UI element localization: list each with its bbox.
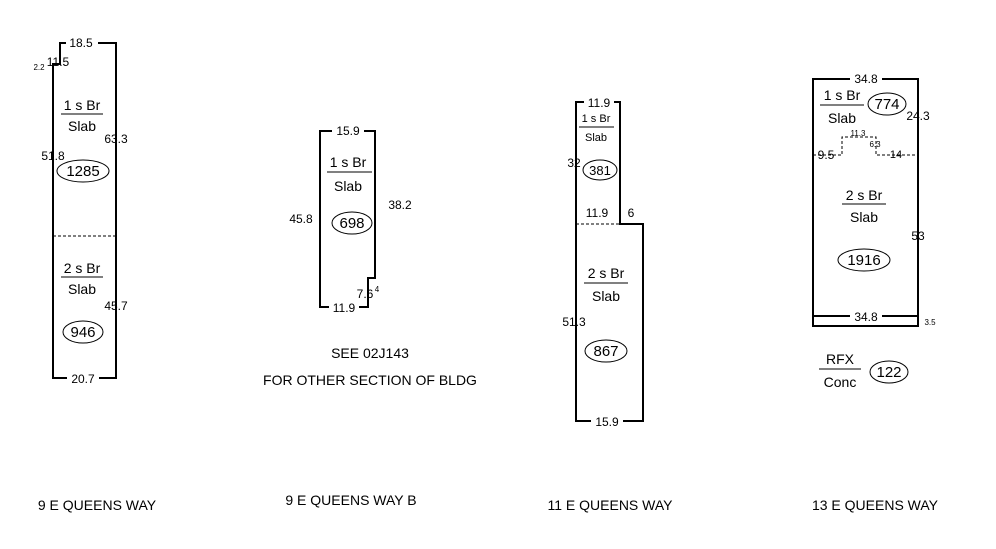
section-construction: 2 s Br <box>588 265 625 281</box>
dim-right: 38.2 <box>388 198 412 212</box>
section-foundation: Slab <box>592 288 620 304</box>
outline-9-e-queens-way <box>52 42 117 379</box>
dim-right: 53 <box>911 229 925 243</box>
label-mask <box>850 310 882 323</box>
dim-bottom: 20.7 <box>71 372 95 386</box>
dim-top: 15.9 <box>336 124 360 138</box>
section-construction: 1 s Br <box>824 87 861 103</box>
area-oval <box>62 320 104 344</box>
dim-left-upper: 32 <box>567 156 581 170</box>
dim-bottom: 15.9 <box>595 415 619 429</box>
caption-building: 9 E QUEENS WAY B <box>285 492 416 508</box>
dim-jog: 6 <box>628 206 635 220</box>
label-mask <box>584 96 614 109</box>
section-construction: 2 s Br <box>846 187 883 203</box>
sketch-9-e-queens-way: 18.5 11.5 2.2 51.8 63.3 45.7 20.7 1 s Br… <box>33 36 157 513</box>
area-oval <box>56 159 110 183</box>
extra-area: 122 <box>876 364 901 381</box>
section-foundation: Slab <box>850 209 878 225</box>
dim-left: 51.8 <box>41 149 65 163</box>
label-mask <box>332 124 364 137</box>
dim-right-upper: 24.3 <box>906 109 930 123</box>
label-mask <box>329 301 359 314</box>
dim-left-step: 9.5 <box>818 148 835 162</box>
section-construction: 1 s Br <box>64 97 101 113</box>
sketch-13-e-queens-way: 34.8 24.3 9.5 11.3 6.3 14 53 34.8 3.5 1 … <box>812 72 939 513</box>
label-mask <box>66 36 98 49</box>
outline-13-e-queens-way <box>812 78 919 327</box>
sketch-9-e-queens-way-b: 15.9 45.8 38.2 7.6 4 11.9 1 s Br Slab 69… <box>263 124 477 508</box>
area-oval <box>837 248 891 272</box>
section-area: 946 <box>70 324 95 341</box>
section-foundation: Slab <box>68 118 96 134</box>
sketch-11-e-queens-way: 11.9 32 11.9 6 51.3 15.9 1 s Br Slab 381… <box>548 96 674 513</box>
dim-left-lower: 51.3 <box>562 315 586 329</box>
extra-construction: RFX <box>826 351 855 367</box>
section-foundation: Slab <box>828 110 856 126</box>
dim-top: 34.8 <box>854 72 878 86</box>
section-area: 381 <box>589 163 611 178</box>
section-area: 774 <box>874 96 899 113</box>
area-oval <box>867 92 907 116</box>
section-foundation: Slab <box>585 132 607 144</box>
dim-notch-height: 4 <box>375 285 380 294</box>
dim-top: 18.5 <box>69 36 93 50</box>
caption-building: 11 E QUEENS WAY <box>548 497 674 513</box>
area-oval <box>582 159 618 181</box>
area-oval <box>869 360 909 384</box>
dim-step-width: 11.5 <box>47 55 70 69</box>
floor-divider <box>813 136 918 156</box>
note-line-2: FOR OTHER SECTION OF BLDG <box>263 372 477 388</box>
dim-left: 45.8 <box>289 212 313 226</box>
label-mask <box>67 372 99 385</box>
dim-step-b: 6.3 <box>869 140 881 149</box>
section-foundation: Slab <box>68 281 96 297</box>
section-construction: 1 s Br <box>330 154 367 170</box>
label-mask <box>591 415 623 428</box>
label-mask <box>850 72 882 85</box>
caption-building: 9 E QUEENS WAY <box>38 497 157 513</box>
section-area: 698 <box>339 215 364 232</box>
dim-right-lower: 45.7 <box>104 299 128 313</box>
outline-9-e-queens-way-b <box>319 130 376 308</box>
section-area: 867 <box>593 343 618 360</box>
dim-notch-width: 7.6 <box>357 287 374 301</box>
dim-right-upper: 63.3 <box>104 132 128 146</box>
dim-step-c: 14 <box>890 149 902 161</box>
section-area: 1916 <box>847 252 880 269</box>
section-construction: 2 s Br <box>64 260 101 276</box>
dim-mid: 11.9 <box>586 206 609 220</box>
dim-top: 11.9 <box>588 96 611 110</box>
dim-bottom: 34.8 <box>854 310 878 324</box>
outline-11-e-queens-way <box>575 101 644 422</box>
caption-building: 13 E QUEENS WAY <box>812 497 939 513</box>
dim-bottom: 11.9 <box>333 301 356 315</box>
extra-foundation: Conc <box>824 374 857 390</box>
dim-step-a: 11.3 <box>851 129 867 138</box>
section-construction: 1 s Br <box>582 113 611 125</box>
area-oval <box>584 339 628 363</box>
section-area: 1285 <box>66 163 99 180</box>
area-oval <box>331 211 373 235</box>
dim-step-height: 2.2 <box>33 63 45 72</box>
dim-strip: 3.5 <box>924 318 936 327</box>
note-line-1: SEE 02J143 <box>331 345 409 361</box>
section-foundation: Slab <box>334 178 362 194</box>
